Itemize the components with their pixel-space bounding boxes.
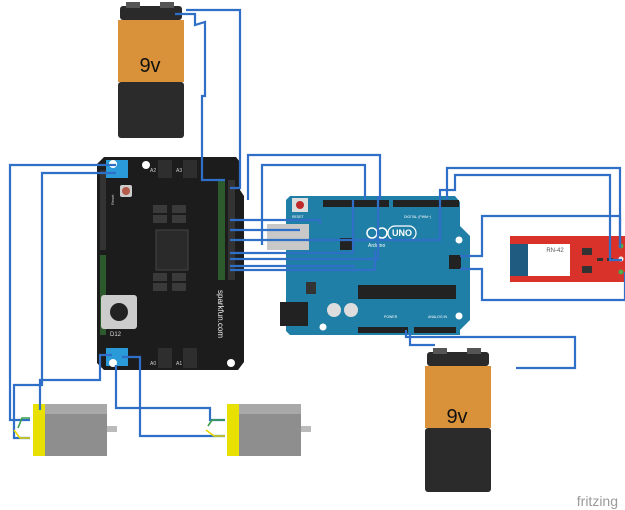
- arduino-uno[interactable]: RESET DIGITAL (PWM~) UNO Arduino POWER A…: [267, 196, 470, 335]
- rn42-label: RN-42: [546, 248, 564, 254]
- fritzing-watermark: fritzing: [577, 493, 618, 509]
- uno-logo: UNO: [392, 228, 412, 238]
- atmega-chip: [358, 285, 456, 299]
- pin-label-a3: A3: [176, 168, 182, 174]
- battery-label: 9v: [446, 406, 467, 428]
- wires: [8, 8, 625, 440]
- battery-9v-bottom[interactable]: 9v: [425, 348, 491, 492]
- battery-label: 9v: [139, 55, 160, 77]
- button-label: D12: [110, 332, 122, 338]
- reset-label: RESET: [292, 215, 305, 219]
- dc-motor-right[interactable]: [227, 404, 311, 456]
- usb-port: [267, 224, 309, 250]
- battery-9v-top[interactable]: 9v: [118, 2, 184, 138]
- reset-label: Reset: [110, 194, 115, 205]
- analog-label: ANALOG IN: [428, 315, 448, 319]
- power-jack: [280, 302, 308, 326]
- pin-label-a2: A2: [150, 168, 156, 174]
- digital-label: DIGITAL (PWM~): [404, 215, 431, 219]
- pin-label-a0: A0: [150, 361, 156, 367]
- dc-motor-left[interactable]: [33, 404, 117, 456]
- power-label: POWER: [384, 315, 398, 319]
- motor-driver-board[interactable]: Reset D12 A2 A3 A0 A1 sparkfun.com: [97, 157, 244, 370]
- arduino-logo: Arduino: [368, 243, 385, 249]
- rn42-bluetooth-module[interactable]: RN-42: [510, 236, 625, 282]
- pin-label-a1: A1: [176, 361, 182, 367]
- sparkfun-logo: sparkfun.com: [216, 290, 225, 338]
